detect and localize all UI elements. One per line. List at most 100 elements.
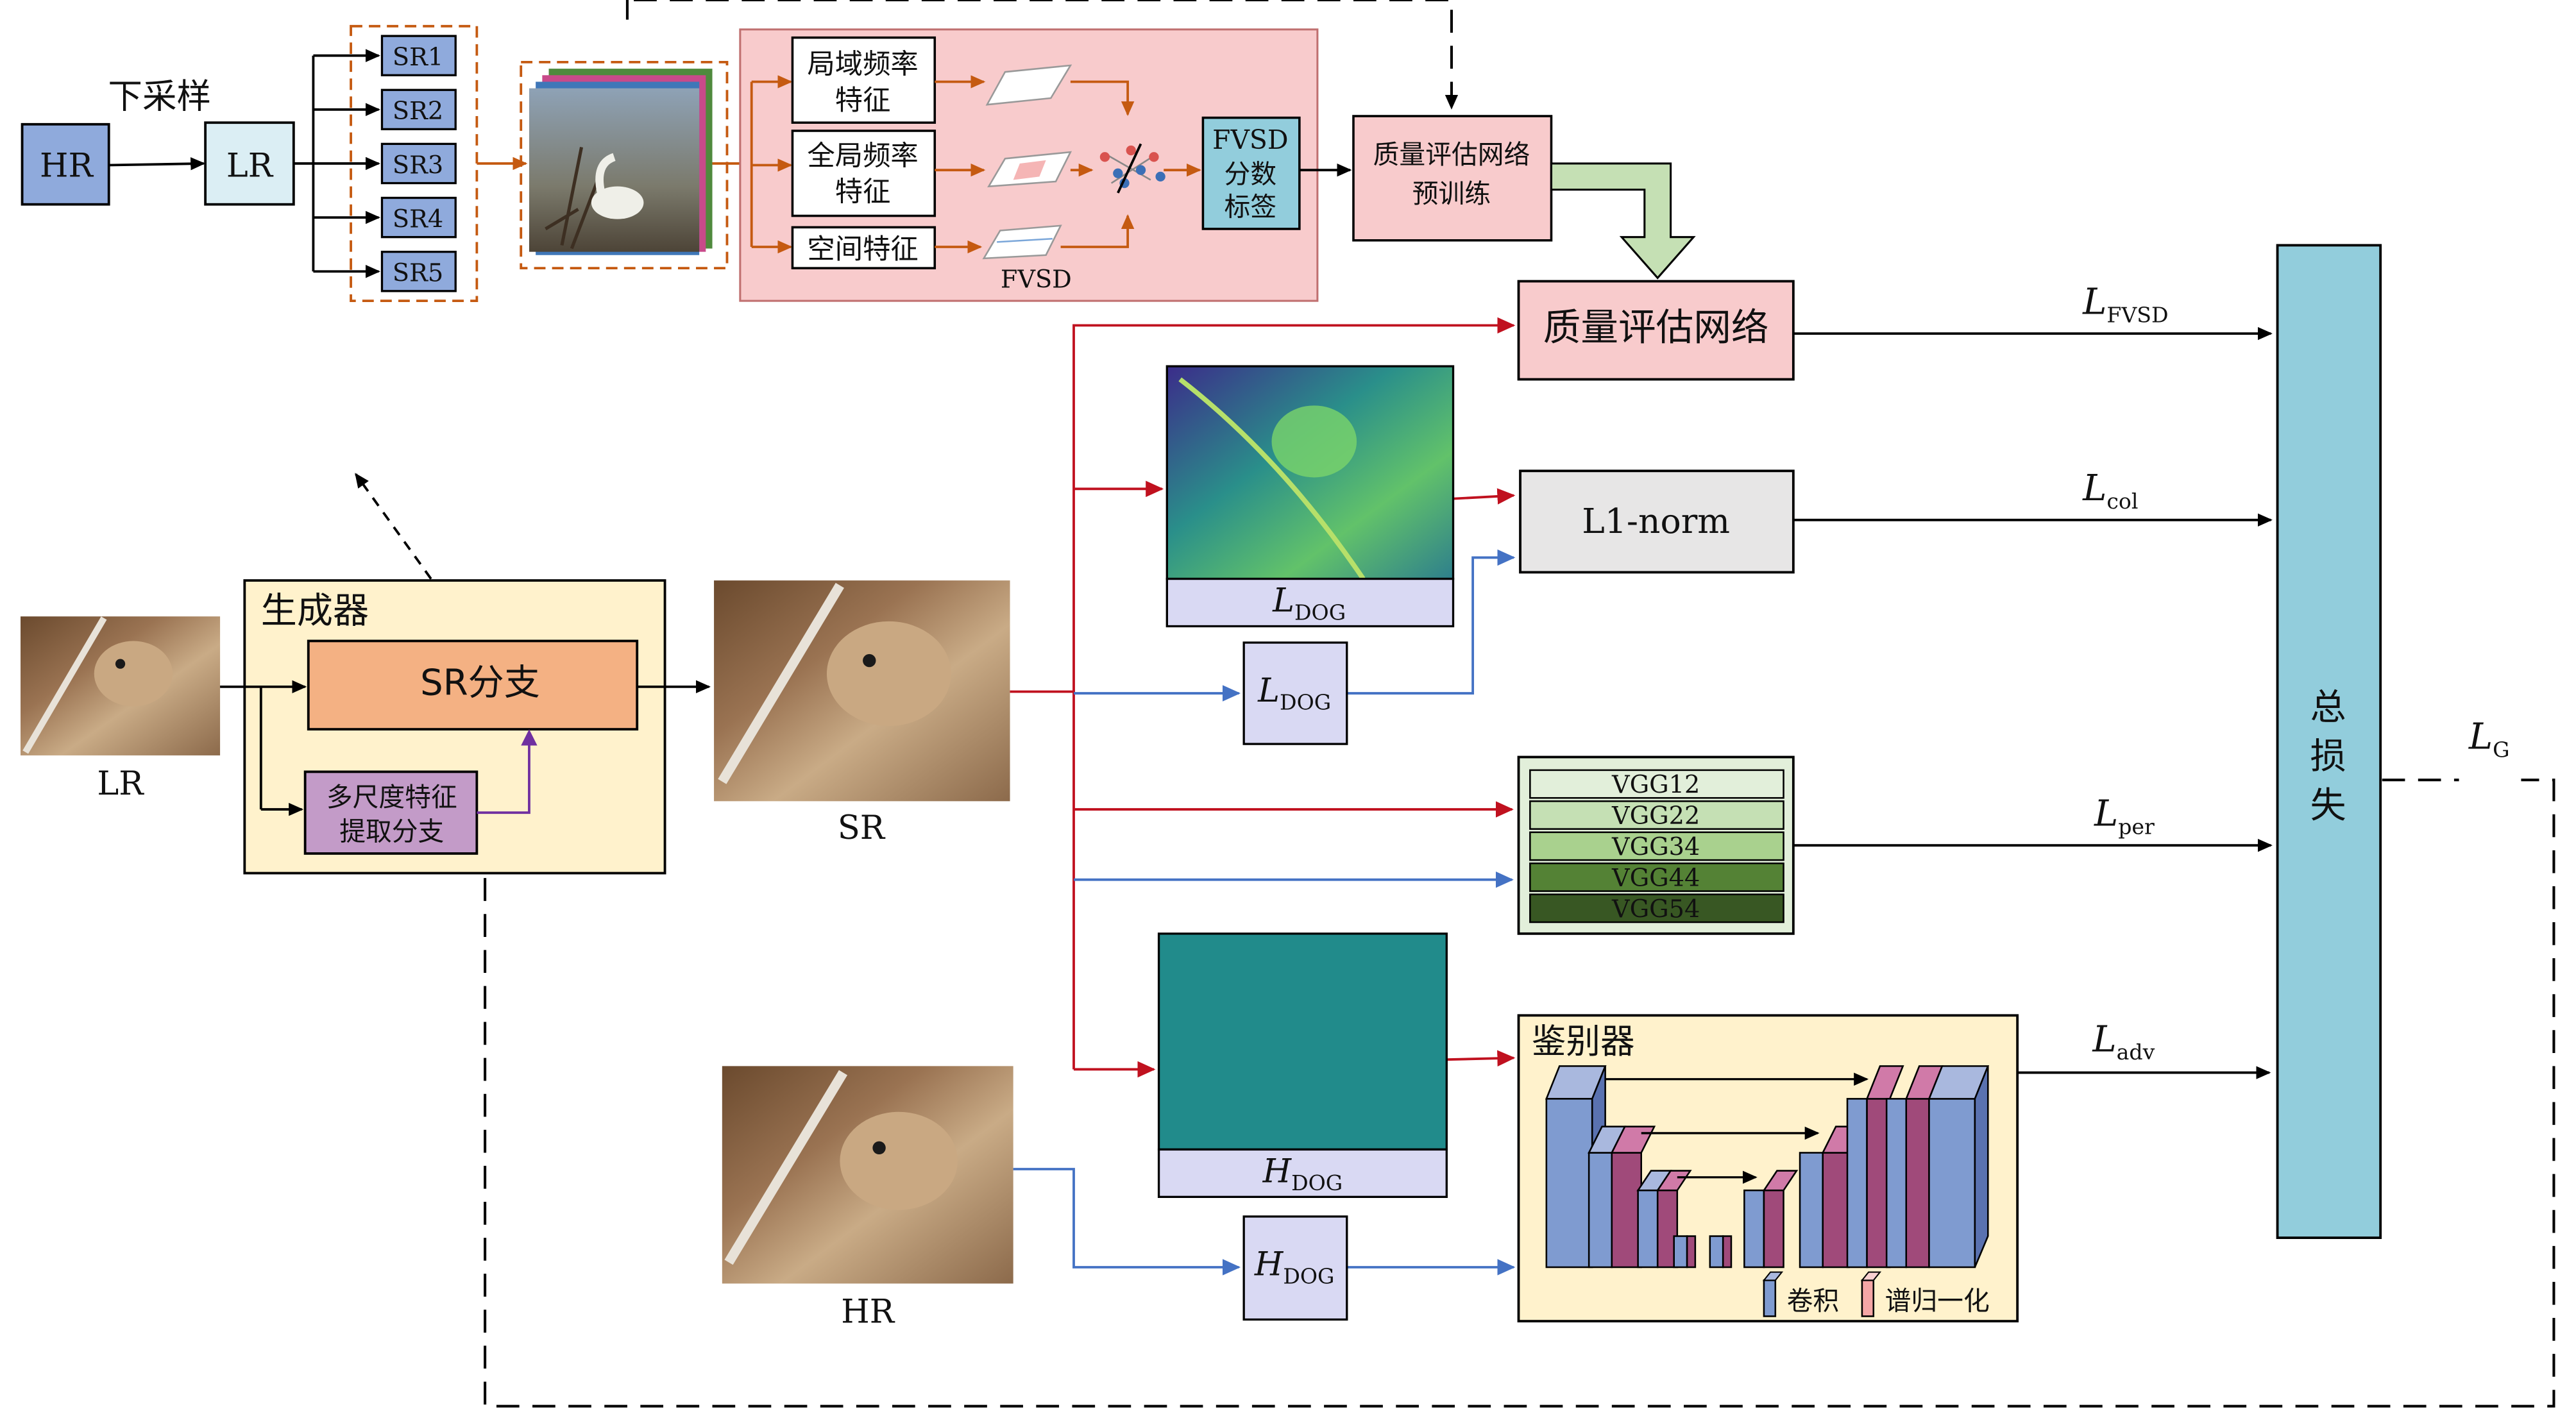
vgg54-label: VGG54 <box>1611 895 1700 923</box>
lr-label: LR <box>226 147 274 185</box>
sr3-label: SR3 <box>393 151 443 180</box>
spec-norm-legend-icon <box>1860 1271 1882 1317</box>
sr1-box <box>380 35 457 76</box>
fvsd-label-line2: 分数 <box>1224 159 1277 190</box>
vgg34-box <box>1529 831 1784 861</box>
sr-branch-box <box>307 639 639 731</box>
loss-output-arrows <box>1793 326 2273 1079</box>
total-loss-box <box>2276 244 2382 1239</box>
vgg54-box <box>1529 893 1784 923</box>
quality-net-box <box>1517 280 1795 381</box>
hr-dog-small-label: LDOG <box>1257 672 1331 715</box>
fan-arrows <box>313 49 380 278</box>
bottom-dashed-loop <box>484 779 2555 1408</box>
loss-fvsd-label: LFVSD <box>2082 282 2168 328</box>
l1-norm-label: L1-norm <box>1582 501 1730 541</box>
spatial-label: 空间特征 <box>807 233 918 266</box>
vgg12-box <box>1529 769 1784 799</box>
sr-boxes: SR1 SR2 SR3 SR4 SR5 <box>380 35 457 292</box>
sr-dog-label-box <box>1165 577 1455 628</box>
global-freq-line2: 特征 <box>835 176 891 208</box>
fan-lines <box>293 55 315 272</box>
vgg22-label: VGG22 <box>1611 802 1700 830</box>
l1-norm-box <box>1519 469 1795 574</box>
loss-per-label: Lper <box>2094 793 2155 839</box>
fvsd-branch-arrows <box>751 75 793 254</box>
sr-image <box>714 580 1010 802</box>
pretrain-line1: 质量评估网络 <box>1373 139 1530 170</box>
hr-dog-small-box <box>1242 641 1348 745</box>
sr5-label: SR5 <box>393 260 443 288</box>
global-freq-line1: 全局频率 <box>807 140 918 173</box>
multiscale-box <box>303 770 479 855</box>
blue-routing <box>1013 549 1516 1276</box>
fvsd-caption: FVSD <box>1001 266 1072 294</box>
sr4-label: SR4 <box>393 205 443 233</box>
vgg44-box <box>1529 862 1784 892</box>
sr-caption: SR <box>838 809 886 847</box>
discriminator-skip-arrows <box>1605 1072 1869 1184</box>
h-dog-small-box <box>1242 1215 1348 1321</box>
vgg-layers: VGG12 VGG22 VGG34 VGG44 VGG54 <box>1529 769 1784 923</box>
discriminator-layers <box>1545 1065 1990 1268</box>
image-stack-frame <box>520 60 729 270</box>
sr4-box <box>380 196 457 239</box>
fvsd-label-line1: FVSD <box>1212 124 1288 155</box>
hr-caption: HR <box>841 1294 895 1331</box>
pretrain-line2: 预训练 <box>1412 178 1491 209</box>
total-loss-char1: 总 <box>2310 687 2346 729</box>
fvsd-label-box <box>1201 116 1301 230</box>
conv-legend-icon <box>1762 1271 1784 1317</box>
feature-arrows <box>935 75 986 254</box>
fvsd-label-line3: 标签 <box>1224 192 1277 223</box>
red-routing <box>1010 317 1516 1078</box>
top-dashed-frame <box>625 0 1452 108</box>
loss-col-label: Lcol <box>2082 468 2138 514</box>
molecule-icon <box>1099 143 1165 194</box>
hr-label: HR <box>40 147 94 185</box>
h-dog-label-box <box>1157 1148 1448 1199</box>
vgg34-label: VGG34 <box>1611 833 1700 861</box>
local-freq-box <box>791 36 936 124</box>
pretrain-to-quality-arrow <box>1550 162 1696 280</box>
sr-dog-image <box>1165 365 1455 580</box>
vgg22-box <box>1529 800 1784 830</box>
sr-dog-label: LDOG <box>1272 582 1346 625</box>
loss-adv-label: Ladv <box>2092 1018 2155 1065</box>
lr-caption: LR <box>97 765 144 803</box>
pretrain-box <box>1352 115 1553 242</box>
feature-merge-arrows <box>1060 80 1135 248</box>
lr-box <box>204 121 295 206</box>
arrow-hr-lr <box>108 157 206 171</box>
spec-norm-legend-label: 谱归一化 <box>1885 1285 1990 1316</box>
total-loss-char3: 失 <box>2310 785 2346 827</box>
conv-legend-label: 卷积 <box>1787 1285 1840 1316</box>
multiscale-line2: 提取分支 <box>339 816 444 847</box>
total-loss-char2: 损 <box>2310 736 2346 777</box>
global-freq-box <box>791 130 936 217</box>
downsample-label: 下采样 <box>108 76 211 116</box>
local-freq-line1: 局域频率 <box>807 49 918 81</box>
arrow-multiscale-to-sr <box>477 729 538 814</box>
local-freq-line2: 特征 <box>835 85 891 117</box>
bird-image-stack <box>529 69 713 255</box>
sr-branch-label: SR分支 <box>420 662 540 704</box>
generator-title: 生成器 <box>261 590 369 632</box>
sr2-label: SR2 <box>393 97 443 126</box>
lr-image <box>21 616 221 755</box>
vgg12-label: VGG12 <box>1611 771 1700 800</box>
sr2-box <box>380 88 457 131</box>
vgg44-label: VGG44 <box>1611 864 1700 893</box>
h-dog-label: HDOG <box>1262 1152 1343 1195</box>
quality-net-label: 质量评估网络 <box>1543 305 1769 349</box>
h-dog-image <box>1157 932 1448 1151</box>
h-dog-small-label: HDOG <box>1254 1246 1335 1289</box>
dashed-up-arrow <box>355 473 432 580</box>
feature-maps <box>982 64 1072 260</box>
sr3-box <box>380 142 457 185</box>
loss-g-label: LG <box>2468 716 2510 763</box>
multiscale-line1: 多尺度特征 <box>326 782 457 813</box>
hr-image <box>722 1066 1013 1284</box>
sr1-label: SR1 <box>393 44 443 72</box>
